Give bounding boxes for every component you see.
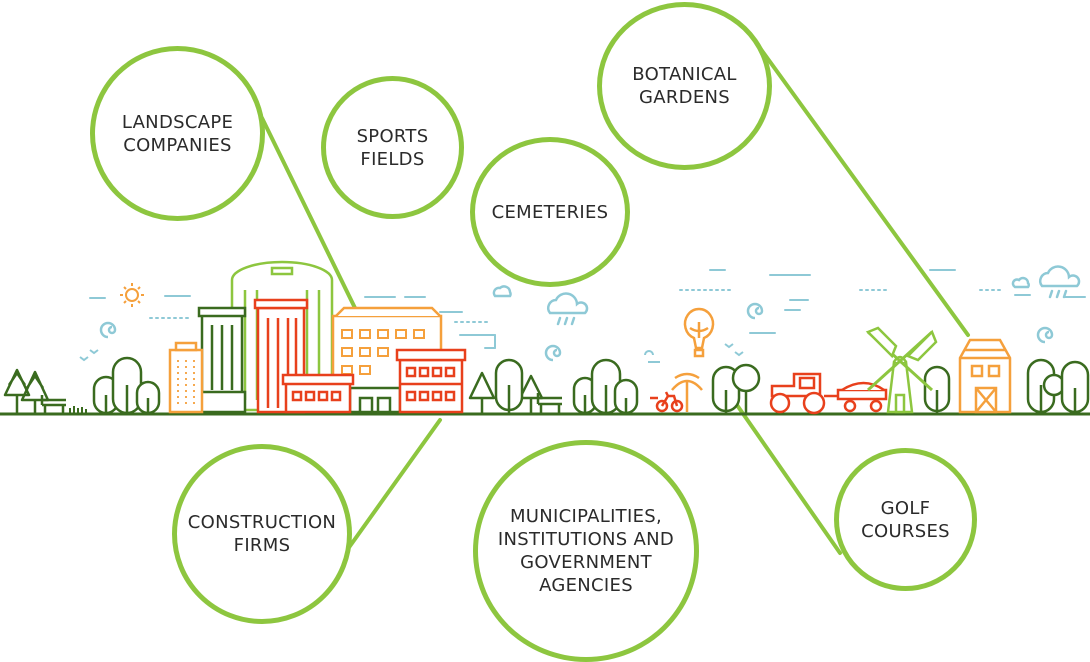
tractor-icon — [769, 372, 888, 415]
category-municipalities: MUNICIPALITIES, INSTITUTIONS AND GOVERNM… — [473, 440, 699, 662]
category-label: CEMETERIES — [491, 201, 609, 223]
category-label: CONSTRUCTION FIRMS — [187, 512, 337, 556]
category-label: LANDSCAPE COMPANIES — [121, 111, 234, 156]
category-label: BOTANICAL GARDENS — [632, 64, 737, 108]
grass-decor — [69, 406, 87, 413]
category-construction-firms: CONSTRUCTION FIRMS — [172, 444, 352, 624]
building-orange-left — [168, 341, 204, 414]
category-label: SPORTS FIELDS — [356, 125, 429, 170]
hot-air-balloon-icon — [683, 307, 715, 358]
connector-botanical — [758, 46, 970, 337]
bicycle-icon — [650, 391, 684, 413]
category-botanical-gardens: BOTANICAL GARDENS — [597, 2, 772, 170]
category-label: MUNICIPALITIES, INSTITUTIONS AND GOVERNM… — [497, 506, 675, 596]
round-tree-icon — [92, 356, 1090, 415]
building-green-low — [348, 386, 402, 414]
tree-icon — [3, 368, 544, 413]
building-red-low — [281, 373, 355, 414]
category-landscape-companies: LANDSCAPE COMPANIES — [90, 46, 265, 221]
windmill-icon — [865, 326, 938, 414]
connector-construction — [343, 418, 442, 555]
sun-icon — [120, 283, 144, 307]
sky-decor — [89, 269, 1086, 349]
category-sports-fields: SPORTS FIELDS — [321, 76, 464, 219]
cloud-rain-icon — [492, 265, 1081, 326]
bench-icon — [40, 393, 562, 413]
category-cemeteries: CEMETERIES — [470, 137, 630, 287]
category-label: GOLF COURSES — [861, 497, 950, 542]
category-golf-courses: GOLF COURSES — [834, 448, 977, 591]
bird-icon — [79, 343, 744, 363]
barn-icon — [958, 338, 1012, 414]
sprinkler-icon — [671, 372, 703, 412]
wind-swirl-icon — [99, 302, 1054, 362]
building-dark — [197, 306, 247, 414]
building-red-right — [395, 348, 467, 414]
connector-landscape — [260, 116, 357, 310]
